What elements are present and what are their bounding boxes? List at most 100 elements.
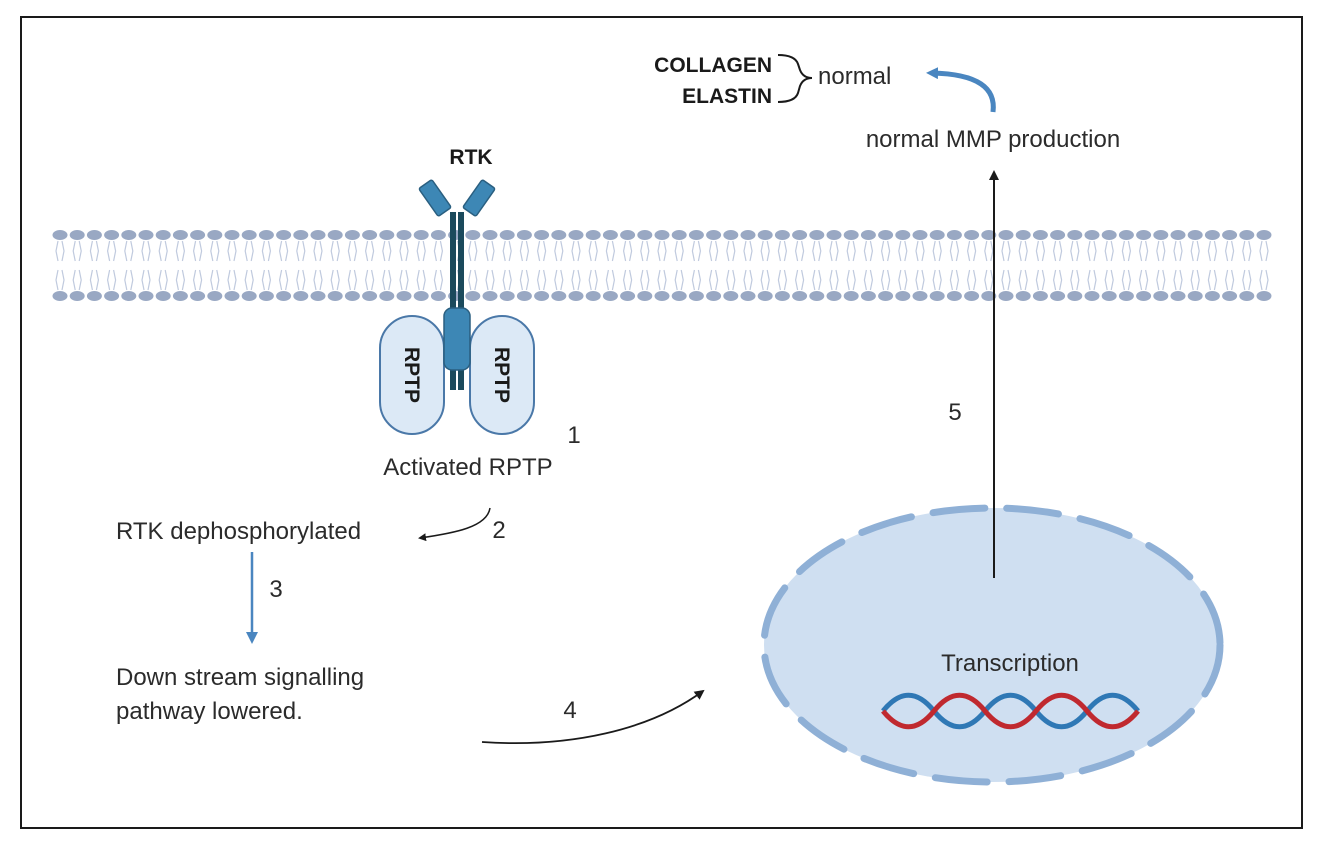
lipid-head bbox=[792, 230, 808, 240]
lipid-tail bbox=[502, 240, 512, 262]
lipid-tail bbox=[124, 240, 134, 262]
lipid-tail bbox=[485, 240, 495, 262]
lipid-tail bbox=[794, 240, 805, 262]
lipid-tail bbox=[192, 269, 203, 291]
lipid-tail bbox=[622, 240, 633, 262]
lipid-tail bbox=[1138, 269, 1149, 291]
nucleus bbox=[760, 504, 1224, 786]
lipid-head bbox=[138, 291, 154, 301]
lipid-tail bbox=[1207, 240, 1218, 262]
lipid-tail bbox=[1087, 269, 1097, 291]
lipid-head bbox=[946, 230, 962, 240]
lipid-head bbox=[1136, 291, 1152, 301]
lipid-head bbox=[224, 230, 240, 240]
lipid-head bbox=[1118, 291, 1134, 301]
lipid-head bbox=[620, 291, 636, 301]
step-1-label: 1 bbox=[567, 422, 580, 449]
lipid-head bbox=[1032, 291, 1048, 301]
lipid-tail bbox=[915, 269, 925, 291]
lipid-tail bbox=[72, 269, 82, 291]
lipid-tail bbox=[261, 269, 272, 291]
lipid-tail bbox=[760, 240, 770, 262]
lipid-tail bbox=[760, 269, 770, 291]
collagen-label: COLLAGEN bbox=[654, 54, 772, 77]
lipid-tail bbox=[399, 269, 409, 291]
normal-mmp-production-label: normal MMP production bbox=[866, 126, 1120, 153]
lipid-head bbox=[396, 230, 412, 240]
lipid-tail bbox=[502, 269, 512, 291]
lipid-head bbox=[482, 291, 498, 301]
lipid-head bbox=[757, 291, 773, 301]
lipid-head bbox=[1050, 230, 1066, 240]
lipid-tail bbox=[244, 269, 254, 291]
rptp-left-shape bbox=[379, 315, 445, 435]
lipid-head bbox=[551, 230, 567, 240]
lipid-tail bbox=[984, 240, 994, 262]
lipid-tail bbox=[743, 240, 753, 262]
lipid-head bbox=[1187, 230, 1203, 240]
lipid-head bbox=[740, 291, 756, 301]
lipid-tail bbox=[364, 269, 375, 291]
lipid-head bbox=[981, 291, 997, 301]
lipid-tail bbox=[812, 269, 822, 291]
lipid-head bbox=[207, 291, 223, 301]
lipid-head bbox=[929, 291, 945, 301]
lipid-tail bbox=[364, 240, 375, 262]
lipid-head bbox=[465, 291, 481, 301]
lipid-head bbox=[688, 230, 704, 240]
lipid-tail bbox=[347, 269, 358, 291]
lipid-tail bbox=[210, 240, 220, 262]
nuclear-envelope bbox=[760, 504, 1224, 786]
lipid-head bbox=[379, 291, 395, 301]
lipid-tail bbox=[743, 269, 753, 291]
lipid-head bbox=[706, 291, 722, 301]
elastin-label: ELASTIN bbox=[682, 85, 772, 108]
lipid-tail bbox=[898, 240, 908, 262]
lipid-tail bbox=[1001, 269, 1011, 291]
lipid-tail bbox=[605, 269, 616, 291]
lipid-head bbox=[69, 291, 85, 301]
step-4-arrow bbox=[481, 689, 705, 745]
lipid-tail bbox=[1121, 240, 1132, 262]
lipid-head bbox=[1256, 291, 1272, 301]
lipid-tail bbox=[433, 269, 444, 291]
lipid-head bbox=[826, 230, 842, 240]
lipid-tail bbox=[536, 240, 547, 262]
lipid-head bbox=[52, 291, 68, 301]
lipid-head bbox=[964, 230, 980, 240]
lipid-head bbox=[379, 230, 395, 240]
lipid-head bbox=[1032, 230, 1048, 240]
lipid-tail bbox=[55, 240, 65, 262]
lipid-tail bbox=[330, 269, 340, 291]
lipid-head bbox=[774, 230, 790, 240]
lipid-head bbox=[276, 291, 292, 301]
lipid-tail bbox=[708, 240, 719, 262]
lipid-tail bbox=[588, 240, 598, 262]
lipid-tail bbox=[571, 269, 581, 291]
lipid-tail bbox=[846, 240, 856, 262]
lipid-head bbox=[1067, 230, 1083, 240]
lipid-tail bbox=[227, 269, 237, 291]
lipid-head bbox=[998, 291, 1014, 301]
lipid-tail bbox=[1052, 269, 1063, 291]
lipid-head bbox=[912, 230, 928, 240]
lipid-tail bbox=[605, 240, 616, 262]
lipid-head bbox=[52, 230, 68, 240]
lipid-tail bbox=[175, 240, 186, 262]
lipid-head bbox=[362, 230, 378, 240]
lipid-head bbox=[568, 230, 584, 240]
lipid-tail bbox=[622, 269, 633, 291]
lipid-tail bbox=[812, 240, 822, 262]
activated-rptp-label: Activated RPTP bbox=[383, 454, 552, 481]
lipid-tail bbox=[657, 269, 667, 291]
lipid-head bbox=[499, 230, 515, 240]
curved-blue-arrow bbox=[926, 67, 996, 113]
lipid-head bbox=[241, 291, 257, 301]
rtk-receptor-icon bbox=[418, 179, 496, 390]
lipid-head bbox=[860, 230, 876, 240]
lipid-tail bbox=[1052, 240, 1063, 262]
transcription-label: Transcription bbox=[941, 650, 1079, 677]
lipid-tail bbox=[949, 240, 960, 262]
lipid-head bbox=[413, 291, 429, 301]
lipid-tail bbox=[880, 240, 891, 262]
